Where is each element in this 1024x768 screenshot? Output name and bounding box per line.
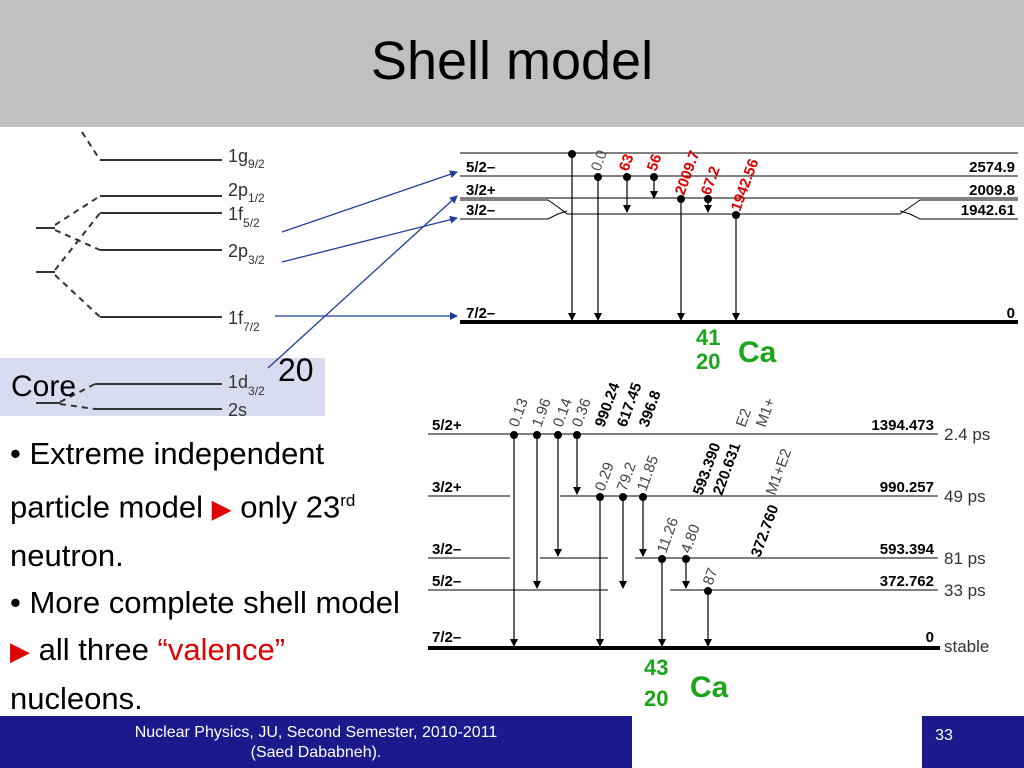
orbital-labels: 1g9/2 2p1/2 1f5/2 2p3/2 1f7/2 1d3/2 2s xyxy=(228,146,265,420)
slide-title: Shell model xyxy=(370,31,654,91)
footer-line-1: Nuclear Physics, JU, Second Semester, 20… xyxy=(134,724,498,741)
orbital-label-2s: 2s xyxy=(228,400,247,420)
bullet-2-valence: “valence” xyxy=(157,632,286,668)
ca43-energy-3: 593.394 xyxy=(880,541,935,558)
bullet-2-text-c: nucleons. xyxy=(10,681,143,717)
splitting-dashes xyxy=(54,131,101,410)
ca41-level-scheme: 5/2– 3/2+ 3/2– 7/2– 2574.9 2009.8 1942.6… xyxy=(460,148,1018,374)
ca43-halflife-2: 49 ps xyxy=(944,487,986,506)
ca43-energy-2: 990.257 xyxy=(880,479,934,496)
footer-bar-right xyxy=(922,716,1024,768)
bullet-1-superscript: rd xyxy=(340,491,356,510)
ca43-gamma-a1: 0.13 xyxy=(506,396,532,429)
orbital-label-1g92: 1g9/2 xyxy=(228,146,265,171)
ca43-gamma-b6: 372.760 xyxy=(748,503,783,560)
ca43-spin-4: 5/2– xyxy=(432,573,461,590)
ca41-energy-1: 2574.9 xyxy=(969,159,1015,176)
ca41-spin-72: 7/2– xyxy=(466,305,495,322)
ca43-gamma-a8: E2 xyxy=(733,406,755,429)
ca43-gamma-c2: 4.80 xyxy=(678,522,704,555)
ca41-gamma-6: 1942.56 xyxy=(728,157,763,214)
footer-line-2: (Saed Dababneh). xyxy=(250,744,382,761)
ca43-energy-1: 1394.473 xyxy=(871,417,934,434)
ca43-spin-1: 5/2+ xyxy=(432,417,462,434)
ca43-spin-2: 3/2+ xyxy=(432,479,462,496)
title-bar xyxy=(0,0,1024,127)
ca41-spin-32plus: 3/2+ xyxy=(466,182,496,199)
ca41-gamma-1: 0.0 xyxy=(588,148,611,173)
core-label: Core xyxy=(11,370,77,403)
ca41-energy-0: 0 xyxy=(1007,305,1015,322)
ca43-gamma-b7: M1+E2 xyxy=(763,446,795,497)
ca43-halflife-3: 81 ps xyxy=(944,549,986,568)
ca43-gamma-a9: M1+ xyxy=(753,396,779,430)
bullet-1-text-b: only 23 xyxy=(240,489,341,525)
body-text: • Extreme independent particle model ▶ o… xyxy=(10,430,420,722)
red-arrow-icon: ▶ xyxy=(10,636,30,667)
ca43-level-scheme: 5/2+ 3/2+ 3/2– 5/2– 7/2– 1394.473 990.25… xyxy=(428,380,990,711)
ca41-energy-3: 1942.61 xyxy=(961,202,1015,219)
orbital-label-1f72: 1f7/2 xyxy=(228,308,260,334)
ca43-spin-3: 3/2– xyxy=(432,541,461,558)
orbital-label-1d32: 1d3/2 xyxy=(228,372,265,398)
bullet-1-text-a: • Extreme independent particle model xyxy=(10,436,325,525)
ca41-spin-32minus: 3/2– xyxy=(466,202,495,219)
connector-arrows xyxy=(267,170,458,369)
core-highlight xyxy=(0,358,325,416)
footer-bar-left xyxy=(0,716,632,768)
orbital-label-2p32: 2p3/2 xyxy=(228,241,265,267)
orbital-label-1f52: 1f5/2 xyxy=(228,204,260,230)
ca43-energy-5: 0 xyxy=(926,629,934,646)
ca43-gamma-c3: 87 xyxy=(700,566,722,587)
ca43-halflife-5: stable xyxy=(944,637,989,656)
svg-text:41: 41 xyxy=(696,325,720,350)
ca41-gamma-2: 63 xyxy=(616,152,638,173)
ca41-isotope-label: 41 20 Ca xyxy=(696,325,777,374)
ca43-gamma-b3: 11.85 xyxy=(634,453,662,493)
red-arrow-icon: ▶ xyxy=(211,493,232,524)
ca41-gamma-5: 67.2 xyxy=(698,164,724,197)
ca43-halflife-4: 33 ps xyxy=(944,581,986,600)
magic-number-20: 20 xyxy=(278,352,314,388)
ca43-isotope-label: 43 20 Ca xyxy=(644,655,729,711)
ca41-energy-2: 2009.8 xyxy=(969,182,1015,199)
svg-text:Ca: Ca xyxy=(690,671,729,704)
svg-text:20: 20 xyxy=(644,686,668,711)
bullet-1-text-c: neutron. xyxy=(10,538,124,574)
bullet-2-text-b: all three xyxy=(38,632,149,668)
svg-text:43: 43 xyxy=(644,655,668,680)
orbital-label-2p12: 2p1/2 xyxy=(228,180,265,205)
slide-number: 33 xyxy=(935,727,953,744)
ca41-gamma-3: 56 xyxy=(644,152,666,173)
ca43-spin-5: 7/2– xyxy=(432,629,461,646)
ca41-spin-52: 5/2– xyxy=(466,159,495,176)
ca43-halflife-1: 2.4 ps xyxy=(944,425,990,444)
ca43-energy-4: 372.762 xyxy=(880,573,934,590)
bullet-2-text-a: • More complete shell model xyxy=(10,585,400,621)
footer-text: Nuclear Physics, JU, Second Semester, 20… xyxy=(0,723,632,763)
orbital-levels xyxy=(36,131,222,410)
svg-text:20: 20 xyxy=(696,349,720,374)
footer-gap xyxy=(632,716,922,768)
svg-text:Ca: Ca xyxy=(738,336,777,369)
